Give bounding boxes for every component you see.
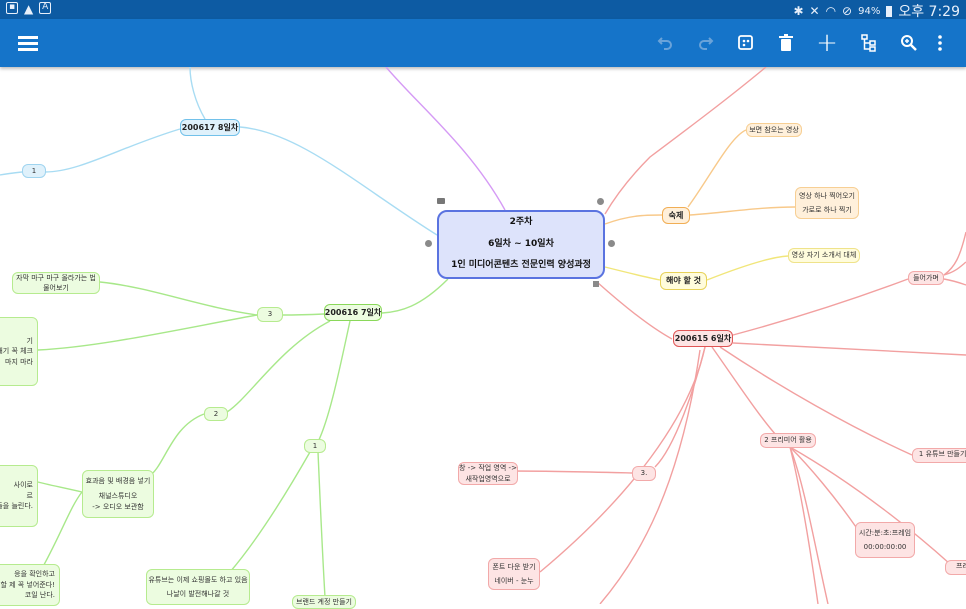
zoom-button[interactable]	[895, 29, 923, 57]
day6-topic-3a[interactable]: 창 -> 작업 영역 -> 새작업영역으로	[458, 462, 518, 485]
central-description: 1인 미디어콘텐츠 전문인력 양성과정	[451, 260, 591, 271]
day6-topic-2a-line2: 00:00:00:00	[863, 542, 907, 551]
battery-icon	[886, 5, 893, 17]
todo-node[interactable]: 해야 할 것	[660, 272, 707, 290]
bluetooth-icon: ✱	[793, 4, 804, 18]
battery-percent: 94%	[858, 5, 881, 17]
text-icon: A	[39, 2, 52, 14]
day7-left-line1: 사이로	[13, 481, 33, 490]
redo-icon	[699, 37, 714, 50]
day6-font-line2: 네이버 - 눈누	[494, 576, 534, 585]
day6-font-node[interactable]: 폰트 다운 받기 네이버 - 눈누	[488, 558, 540, 590]
day7-bottom-node[interactable]: 응을 확인하고 할 제 꼭 넣어준다! 코일 난다.	[0, 564, 60, 606]
wifi-icon: ◠	[825, 4, 837, 18]
day8-child-node[interactable]: 1	[22, 164, 46, 178]
mindmap-canvas[interactable]: 2주차 6일차 ~ 10일차 1인 미디어콘텐츠 전문인력 양성과정 20061…	[0, 67, 966, 609]
central-title: 2주차	[509, 217, 533, 228]
redo-button[interactable]	[692, 29, 720, 57]
image-icon: ▪	[6, 2, 18, 14]
day6-topic-3a-line2: 새작업영역으로	[465, 474, 511, 483]
day6-topic-1[interactable]: 1 유튜브 만들기 시	[912, 448, 966, 463]
layout-button[interactable]	[855, 29, 883, 57]
day6-topic-2[interactable]: 2 프리미어 활용	[760, 433, 816, 448]
day7-topic-3[interactable]: 3	[257, 307, 283, 322]
palette-icon	[738, 35, 753, 50]
day7-bottom-line1: 응을 확인하고	[14, 570, 55, 579]
day7-topic-2a-line2: 채널스튜디오	[98, 492, 138, 501]
day7-topic-3b-line3: 마지 마라	[5, 357, 33, 366]
zoom-icon	[901, 35, 917, 51]
block-icon: ⊘	[842, 4, 853, 18]
day6-topic-2a[interactable]: 시간:분:초:프레임 00:00:00:00	[855, 522, 915, 558]
add-icon: +	[816, 28, 838, 58]
day6-topic-3[interactable]: 3.	[632, 466, 656, 481]
add-node-button[interactable]: +	[813, 29, 841, 57]
day6-node[interactable]: 200615 6일차	[673, 330, 733, 347]
more-button[interactable]	[926, 29, 954, 57]
day7-topic-1a-line2: 나날이 발전해나갈 것	[166, 590, 230, 598]
day7-topic-2[interactable]: 2	[204, 407, 228, 421]
day8-node[interactable]: 200617 8일차	[180, 119, 240, 136]
day7-node[interactable]: 200616 7일차	[324, 304, 382, 321]
hamburger-icon	[18, 36, 38, 51]
day7-topic-2a-line3: -> 오디오 보관함	[92, 502, 144, 511]
day6-font-line1: 폰트 다운 받기	[492, 563, 536, 571]
delete-button[interactable]	[772, 29, 800, 57]
day7-topic-2a[interactable]: 효과음 및 배경음 넣기 채널스튜디오 -> 오디오 보관함	[82, 470, 154, 518]
node-handle-top-right[interactable]	[597, 198, 604, 205]
undo-button[interactable]	[651, 29, 679, 57]
day7-left-line3: 흥들을 늘린다.	[0, 502, 33, 511]
day7-topic-1b[interactable]: 브랜드 계정 만들기	[292, 595, 356, 609]
menu-button[interactable]	[14, 29, 42, 57]
central-subtitle: 6일차 ~ 10일차	[488, 238, 554, 249]
todo-item-a[interactable]: 영상 자기 소개서 대체	[788, 248, 860, 263]
day6-topic-2b[interactable]: 프레	[945, 560, 966, 575]
branch-lines	[0, 67, 966, 604]
homework-item-b-line2: 가로로 하나 찍기	[802, 205, 852, 214]
day7-topic-3b[interactable]: 기 해기 꼭 체크 마지 마라	[0, 317, 38, 386]
node-handle-bottom-right[interactable]	[593, 281, 599, 287]
homework-item-b-line1: 영상 하나 찍어오기	[799, 192, 855, 200]
day7-topic-1[interactable]: 1	[304, 439, 326, 453]
app-bar: +	[0, 19, 966, 67]
day7-topic-3a[interactable]: 자막 마구 마구 올라가는 법 물어보기	[12, 272, 100, 294]
day7-topic-2a-line1: 효과음 및 배경음 넣기	[85, 476, 151, 485]
clock: 오후 7:29	[898, 4, 960, 20]
day7-topic-3b-line2: 해기 꼭 체크	[0, 347, 33, 356]
day6-topic-2a-line1: 시간:분:초:프레임	[858, 529, 912, 537]
homework-item-a[interactable]: 보면 참오는 영상	[746, 123, 802, 137]
node-handle-right[interactable]	[608, 240, 615, 247]
day7-left-line2: 르	[26, 491, 33, 500]
day7-bottom-line2: 할 제 꼭 넣어준다!	[0, 580, 55, 589]
undo-icon	[657, 37, 672, 50]
homework-item-b[interactable]: 영상 하나 찍어오기 가로로 하나 찍기	[795, 187, 859, 219]
day6-topic-3a-line1: 창 -> 작업 영역 ->	[459, 464, 517, 472]
day7-left-node[interactable]: 사이로 르 흥들을 늘린다.	[0, 465, 38, 527]
day7-bottom-line3: 코일 난다.	[24, 591, 55, 600]
homework-node[interactable]: 숙제	[662, 207, 690, 224]
tree-layout-icon	[861, 34, 876, 52]
status-bar: ▪ ▲ A ✱ ✕ ◠ ⊘ 94% 오후 7:29	[0, 0, 966, 20]
more-icon	[938, 35, 942, 51]
delete-icon	[779, 34, 793, 51]
day7-topic-1a[interactable]: 유튜브는 이제 쇼핑몰도 하고 있음 나날이 발전해나갈 것	[146, 569, 250, 605]
day7-topic-3b-line1: 기	[26, 336, 33, 345]
node-handle-top-left[interactable]	[437, 198, 445, 204]
style-button[interactable]	[732, 29, 760, 57]
warning-icon: ▲	[24, 2, 34, 16]
mute-icon: ✕	[809, 4, 820, 18]
day7-topic-3a-label: 자막 마구 마구 올라가는 법 물어보기	[16, 273, 96, 293]
day7-topic-1a-line1: 유튜브는 이제 쇼핑몰도 하고 있음	[148, 575, 248, 584]
node-handle-left[interactable]	[425, 240, 432, 247]
central-node[interactable]: 2주차 6일차 ~ 10일차 1인 미디어콘텐츠 전문인력 양성과정	[437, 210, 605, 279]
day6-intro-node[interactable]: 들어가며	[908, 271, 944, 285]
